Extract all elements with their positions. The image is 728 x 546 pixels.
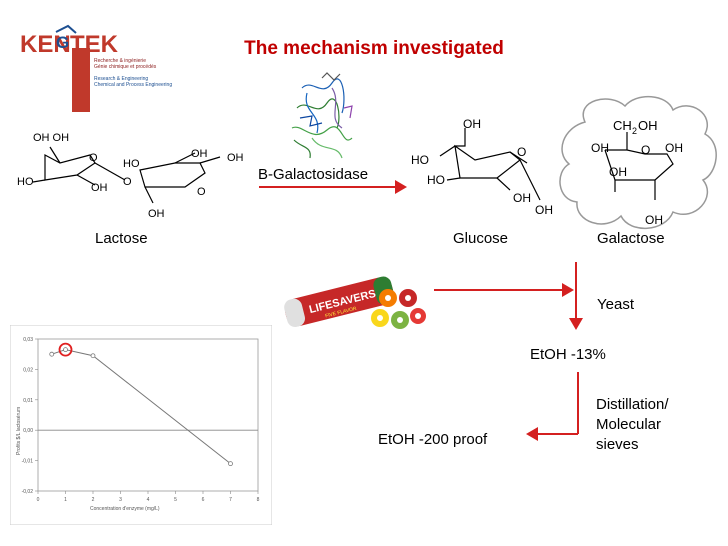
lifesavers-candy-image: LIFESAVERS FIVE FLAVOR (280, 268, 430, 336)
chart-point (90, 353, 96, 359)
logo-fr-line2: Génie chimique et procédés (94, 64, 157, 70)
chart-series-line (51, 349, 231, 465)
chart-point (63, 347, 68, 353)
logo-mark: KEN G (20, 24, 77, 58)
svg-text:OH: OH (91, 182, 108, 194)
distillation-line-1: Distillation/ (596, 396, 669, 413)
logo-wordmark-left: KEN (20, 31, 71, 58)
chart-y-tick-label: -0,01 (22, 459, 34, 465)
svg-text:OH: OH (591, 141, 609, 155)
svg-text:O: O (197, 186, 206, 198)
chart-x-axis-label: Concentration d'enzyme (mg/L) (90, 506, 160, 512)
svg-text:OH OH: OH OH (33, 132, 69, 144)
svg-text:OH: OH (513, 191, 531, 205)
distillation-line-2: Molecular (596, 416, 662, 433)
svg-text:HO: HO (123, 158, 140, 170)
svg-text:OH: OH (227, 152, 244, 164)
distillation-label: Distillation/ Molecular sieves (596, 395, 669, 455)
chart-y-tick-label: -0,02 (22, 489, 34, 495)
chart-x-tick-label: 5 (174, 497, 177, 503)
lactose-label: Lactose (95, 230, 148, 247)
logo-wordmark-mid: G (56, 33, 69, 52)
svg-text:OH: OH (609, 165, 627, 179)
chart-x-tick-label: 0 (37, 497, 40, 503)
chart-y-tick-label: 0,00 (23, 428, 33, 434)
chart-x-tick-label: 1 (64, 497, 67, 503)
hydrolysis-arrow (259, 180, 407, 194)
chart-highlight-circle (58, 342, 73, 357)
etoh-200-proof-label: EtOH -200 proof (378, 431, 488, 448)
glucose-label: Glucose (453, 230, 509, 247)
svg-text:HO: HO (411, 153, 429, 167)
chart-x-tick-label: 8 (257, 497, 260, 503)
svg-text:OH: OH (463, 118, 481, 131)
svg-text:OH: OH (148, 208, 165, 220)
chart-x-tick-label: 4 (147, 497, 150, 503)
chart-y-tick-label: 0,02 (23, 367, 33, 373)
chart-y-tick-label: 0,03 (23, 337, 33, 343)
svg-text:O: O (123, 176, 132, 188)
chart-x-tick-label: 6 (202, 497, 205, 503)
lactose-structure: OH OH O HO OH O HO OH OH O OH (17, 132, 244, 220)
svg-text:O: O (517, 145, 526, 159)
logo-en-line2: Chemical and Process Engineering (94, 82, 173, 88)
chart-point (228, 461, 233, 467)
chart-x-tick-label: 2 (92, 497, 95, 503)
svg-text:OH: OH (191, 148, 208, 160)
yeast-label: Yeast (597, 296, 634, 313)
svg-text:OH: OH (665, 141, 683, 155)
svg-text:O: O (641, 143, 650, 157)
svg-text:2: 2 (632, 126, 637, 136)
svg-text:O: O (89, 152, 98, 164)
chart-y-axis-label: Profits $/L lactosérum (16, 407, 22, 455)
galactose-label: Galactose (597, 230, 665, 247)
profit-chart: 0,03 0,02 0,01 0,00 -0,01 -0,020 1 2 3 4 5 6 7 8 Prof… (10, 325, 272, 525)
etoh-13-label: EtOH -13% (530, 346, 606, 363)
svg-text:OH: OH (535, 203, 553, 217)
svg-text:HO: HO (427, 173, 445, 187)
svg-text:OH: OH (638, 118, 658, 133)
enzyme-structure-image (291, 72, 353, 159)
svg-text:CH: CH (613, 118, 632, 133)
distillation-line-3: sieves (596, 436, 639, 453)
chart-x-tick-label: 7 (229, 497, 232, 503)
logo-fr-line1: Recherche & ingénierie (94, 58, 146, 64)
glucose-structure: OH HO O HO OH OH (411, 118, 553, 217)
svg-text:OH: OH (645, 213, 663, 227)
slide-title: The mechanism investigated (244, 38, 504, 59)
chart-frame (10, 325, 272, 525)
chart-x-tick-label: 3 (119, 497, 122, 503)
galactose-cloud: CH 2 OH OH O OH OH OH (559, 95, 717, 230)
chart-point (49, 351, 55, 357)
company-logo: KEN G TEK Recherche & ingénierie Génie c… (18, 18, 193, 112)
enzyme-label: B-Galactosidase (258, 166, 369, 183)
chart-y-tick-label: 0,01 (23, 398, 33, 404)
svg-text:HO: HO (17, 176, 34, 188)
logo-en-line1: Research & Engineering (94, 76, 149, 82)
